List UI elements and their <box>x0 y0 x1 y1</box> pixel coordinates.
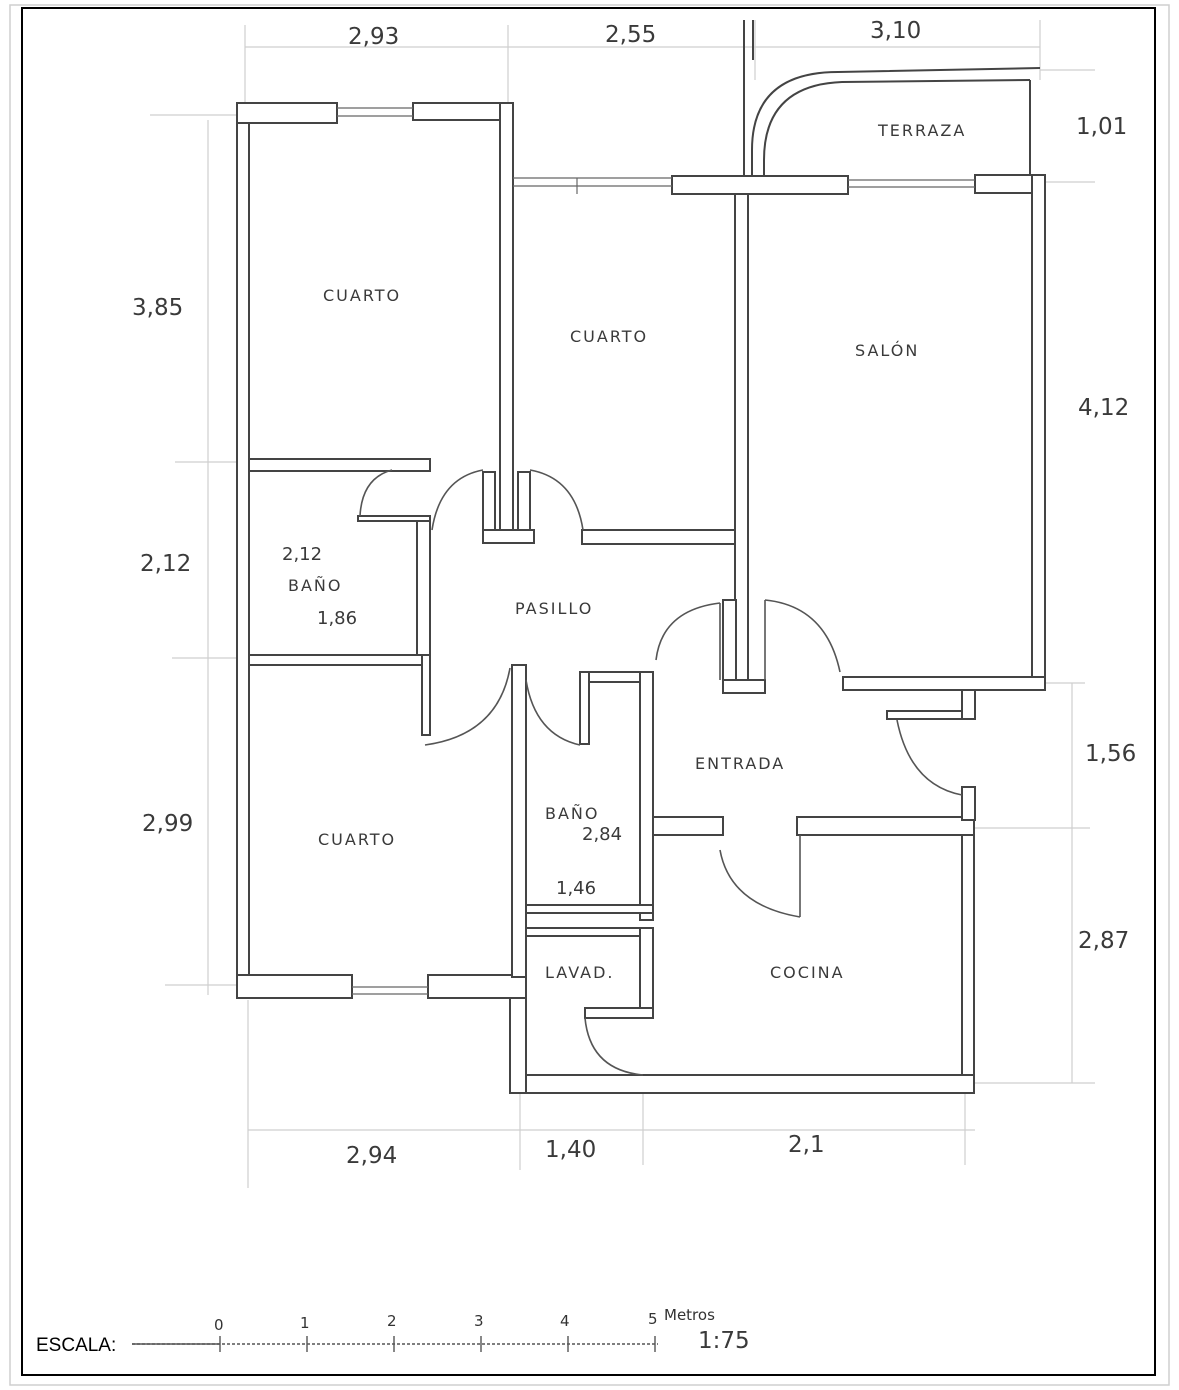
room-label-entrada: ENTRADA <box>695 754 785 773</box>
dimension-right-3: 1,56 <box>1085 741 1136 767</box>
scale-tick-1: 1 <box>300 1314 310 1332</box>
room-label-cuarto-1: CUARTO <box>323 286 401 305</box>
bano-1-dim-a: 2,12 <box>282 544 322 565</box>
interior-walls <box>248 193 766 1019</box>
dimensions-bottom: 2,94 1,40 2,1 <box>346 1132 825 1169</box>
terrace-outline <box>743 20 1041 176</box>
dimensions-left: 3,85 2,12 2,99 <box>132 295 193 837</box>
sheet-outer-border <box>9 4 1170 1386</box>
room-label-cuarto-2: CUARTO <box>570 327 648 346</box>
room-label-salon: SALÓN <box>855 341 919 360</box>
room-label-bano-1: BAÑO <box>288 576 342 595</box>
dimensions-top: 2,93 2,55 3,10 <box>348 18 921 50</box>
room-label-pasillo: PASILLO <box>515 599 593 618</box>
exterior-walls <box>236 102 1046 1094</box>
bano-2-dim-a: 2,84 <box>582 824 622 845</box>
room-label-cocina: COCINA <box>770 963 845 982</box>
dimension-bottom-1: 2,94 <box>346 1143 397 1169</box>
scale-ratio: 1:75 <box>698 1328 750 1354</box>
sheet-frame <box>21 7 1156 1376</box>
windows <box>337 107 975 995</box>
bathroom-dimensions: 2,12 1,86 2,84 1,46 <box>282 544 622 899</box>
dimension-right-4: 2,87 <box>1078 928 1129 954</box>
scale-label: ESCALA: <box>36 1335 116 1356</box>
dimension-top-3: 3,10 <box>870 18 921 44</box>
dimensions-right: 1,01 4,12 1,56 2,87 <box>1076 114 1136 954</box>
scale-tick-4: 4 <box>560 1312 570 1330</box>
scale-tick-2: 2 <box>387 1312 397 1330</box>
dimension-left-2: 2,12 <box>140 551 191 577</box>
scale-bar: ESCALA: 0 1 2 3 4 5 Metros 1:75 <box>36 1306 750 1356</box>
dimension-right-2: 4,12 <box>1078 395 1129 421</box>
dimension-bottom-2: 1,40 <box>545 1137 596 1163</box>
room-label-terraza: TERRAZA <box>877 121 966 140</box>
bano-1-dim-b: 1,86 <box>317 608 357 629</box>
dimension-guides <box>150 20 1095 1188</box>
scale-tick-0: 0 <box>214 1316 224 1334</box>
scale-tick-3: 3 <box>474 1312 484 1330</box>
dimension-top-1: 2,93 <box>348 24 399 50</box>
bano-2-dim-b: 1,46 <box>556 878 596 899</box>
scale-ticks <box>219 1336 656 1352</box>
dimension-left-3: 2,99 <box>142 811 193 837</box>
door-swings <box>359 469 963 1076</box>
dimension-top-2: 2,55 <box>605 22 656 48</box>
dimension-left-1: 3,85 <box>132 295 183 321</box>
room-label-bano-2: BAÑO <box>545 804 599 823</box>
scale-tick-5: 5 <box>648 1310 658 1328</box>
room-label-lavadero: LAVAD. <box>545 963 614 982</box>
room-labels: CUARTO CUARTO CUARTO SALÓN TERRAZA PASIL… <box>288 121 966 982</box>
scale-unit: Metros <box>664 1306 715 1324</box>
dimension-bottom-3: 2,1 <box>788 1132 825 1158</box>
room-label-cuarto-3: CUARTO <box>318 830 396 849</box>
dimension-right-1: 1,01 <box>1076 114 1127 140</box>
